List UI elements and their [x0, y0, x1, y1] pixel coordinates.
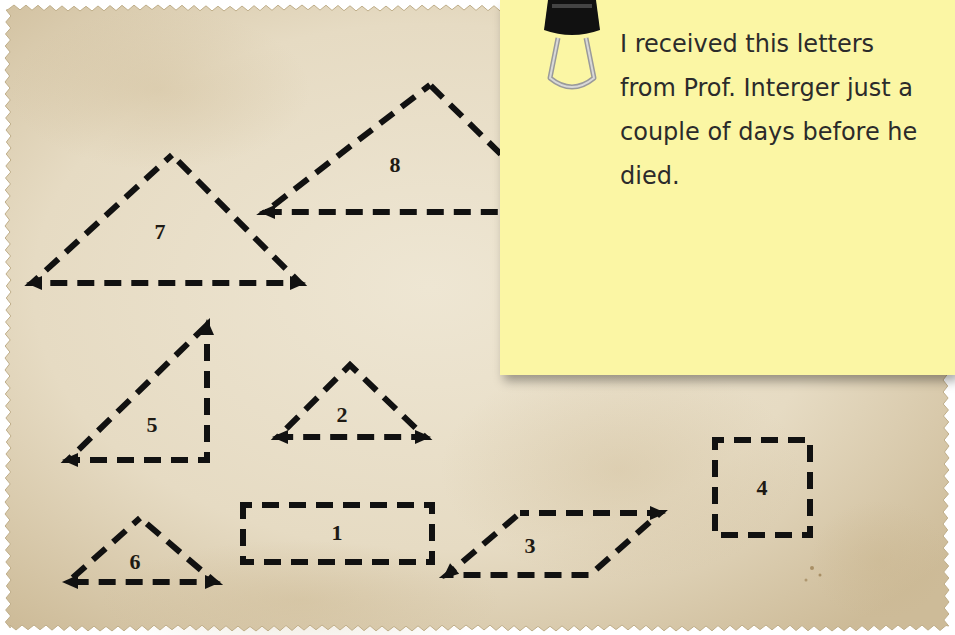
shape-number: 7 [155, 221, 166, 243]
shape-number: 5 [147, 414, 158, 436]
sticky-note: I received this letters from Prof. Inter… [500, 0, 955, 375]
dashed-triangle-outline [52, 502, 231, 598]
shape-number: 8 [390, 154, 401, 176]
shape-number: 4 [757, 477, 768, 499]
dashed-rectangle: 1 [227, 489, 448, 578]
note-text: I received this letters from Prof. Inter… [620, 22, 920, 198]
dashed-parallelogram: 3 [431, 497, 676, 591]
shape-number: 1 [332, 522, 343, 544]
dashed-parallelogram-outline [431, 497, 676, 591]
dashed-triangle: 7 [16, 139, 316, 299]
dashed-right-triangle-outline [52, 309, 223, 476]
shape-number: 3 [525, 535, 536, 557]
dashed-triangle-outline [262, 349, 441, 453]
dashed-triangle-outline [16, 139, 316, 299]
dashed-triangle: 2 [262, 349, 441, 453]
dashed-triangle: 6 [52, 502, 231, 598]
dashed-right-triangle: 5 [52, 309, 223, 476]
shape-number: 2 [337, 404, 348, 426]
shape-number: 6 [130, 551, 141, 573]
dashed-square: 4 [699, 424, 826, 551]
